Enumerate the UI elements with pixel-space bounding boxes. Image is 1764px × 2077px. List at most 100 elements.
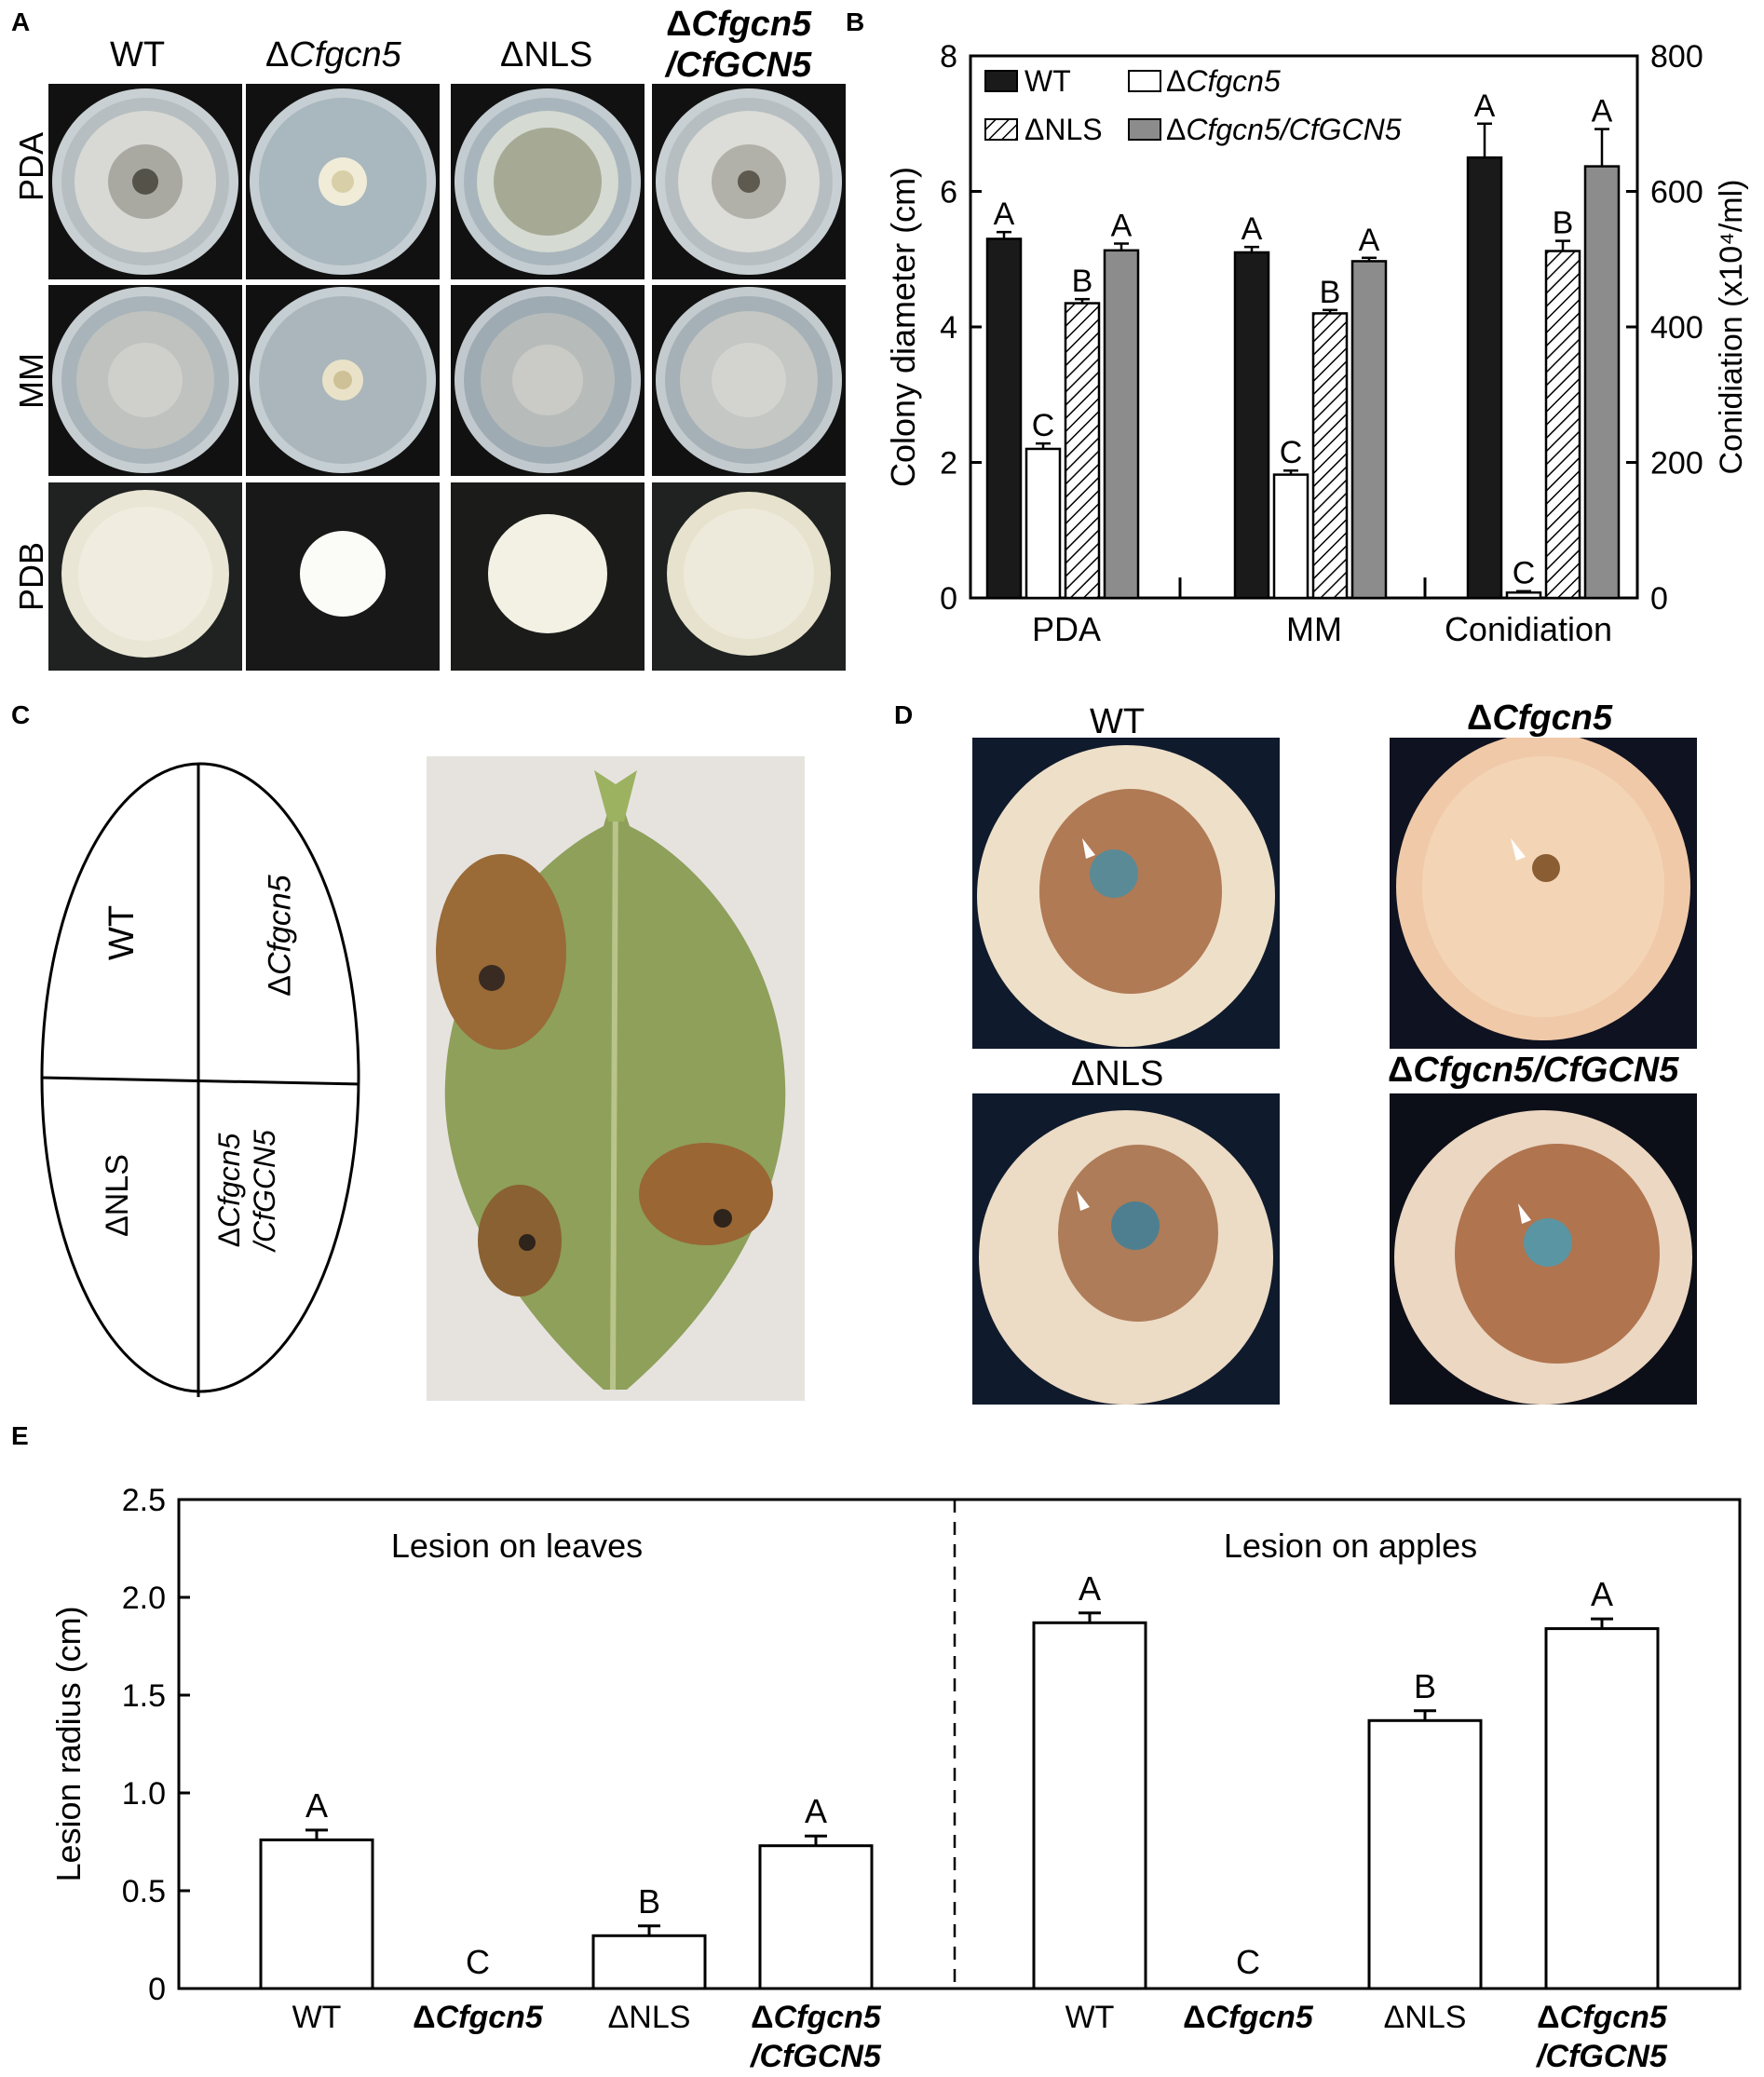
legend-label-mutant: ΔCfgcn5 [1166, 64, 1281, 98]
x-category-label: MM [1286, 610, 1342, 648]
diagram-label-nls: ΔNLS [99, 1154, 135, 1237]
bar [1311, 312, 1349, 600]
bar [1583, 165, 1621, 600]
group-label-apples: Lesion on apples [1224, 1527, 1477, 1565]
y-tick-label: 2 [940, 446, 957, 482]
x-category-label: Conidiation [1445, 610, 1612, 648]
y-tick-label: 1.5 [122, 1678, 166, 1714]
y-tick-label: 2.5 [122, 1483, 166, 1518]
diagram-label-wt: WT [102, 904, 142, 961]
y2-axis-label: Conidiation (x10⁴/ml) [1714, 180, 1749, 475]
x-category-label: PDA [1032, 610, 1101, 648]
apple-label-wt: WT [1090, 702, 1146, 741]
apple-label-nls: ΔNLS [1071, 1054, 1164, 1093]
significance-letter: B [1072, 264, 1093, 299]
significance-letter: A [994, 197, 1015, 232]
y2-tick-label: 400 [1650, 310, 1703, 346]
bar [1272, 473, 1309, 600]
bar [1024, 447, 1062, 600]
row-label-pdb: PDB [12, 541, 50, 612]
x-category-label: WT [1065, 2000, 1115, 2035]
legend-label-complement: ΔCfgcn5/CfGCN5 [1166, 113, 1402, 146]
significance-letter: A [1079, 1569, 1101, 1608]
significance-letter: A [305, 1786, 328, 1825]
legend-swatch-wt [984, 70, 1018, 92]
row-label-mm: MM [12, 353, 50, 409]
plate-pda-nls [451, 84, 645, 279]
legend-label-wt: WT [1024, 64, 1071, 98]
significance-letter: A [1591, 1575, 1613, 1613]
legend-swatch-nls [984, 118, 1018, 141]
legend-swatch-mutant [1128, 70, 1161, 92]
panel-label-d: D [894, 700, 914, 729]
significance-letter: B [638, 1882, 660, 1921]
plate-mm-nls [451, 285, 645, 476]
plot-frame [177, 1498, 1742, 1990]
plate-pdb-complement [652, 482, 846, 671]
bar [1544, 250, 1581, 600]
x-category-label-line2: /CfGCN5 [1535, 2039, 1668, 2074]
y-axis-label: Colony diameter (cm) [884, 167, 922, 487]
significance-letter: C [1513, 556, 1536, 591]
bar [1233, 251, 1270, 600]
y-tick-label: 1.0 [122, 1776, 166, 1812]
apple-photo-complement [1390, 1093, 1697, 1405]
y-tick-label: 0 [148, 1972, 166, 2007]
bar [1032, 1621, 1147, 1990]
x-category-label: WT [292, 2000, 342, 2035]
significance-letter: C [1032, 408, 1055, 443]
panel-label-e: E [11, 1421, 29, 1450]
diagram-label-mutant: ΔCfgcn5 [262, 875, 298, 997]
y-tick-label: 8 [940, 39, 957, 75]
col-label-wt: WT [110, 35, 166, 75]
plate-pdb-nls [451, 482, 645, 671]
row-label-pda: PDA [12, 131, 50, 202]
plate-mm-wt [48, 285, 242, 476]
significance-letter: B [1320, 275, 1341, 310]
x-category-label: ΔCfgcn5 [1537, 2000, 1668, 2035]
significance-letter: A [805, 1792, 827, 1830]
plate-pda-mutant [246, 84, 440, 279]
bar [259, 1838, 374, 1990]
panel-label-a: A [11, 7, 31, 36]
significance-letter: A [1592, 94, 1613, 129]
y2-tick-label: 200 [1650, 446, 1703, 482]
x-category-label-line2: /CfGCN5 [749, 2039, 882, 2074]
apple-photo-mutant [1390, 733, 1697, 1049]
bar [985, 238, 1023, 600]
plate-pdb-mutant [246, 482, 440, 671]
x-category-label: ΔCfgcn5 [751, 2000, 882, 2035]
significance-letter: A [1359, 223, 1380, 258]
legend-swatch-complement [1128, 118, 1161, 141]
bar [1350, 260, 1388, 600]
x-category-label: ΔNLS [608, 2000, 691, 2035]
group-label-leaves: Lesion on leaves [391, 1527, 643, 1565]
panel-label-b: B [846, 7, 865, 36]
diagram-label-complement: ΔCfgcn5/CfGCN5 [211, 1130, 281, 1251]
significance-letter: B [1553, 206, 1574, 241]
plate-pdb-wt [48, 482, 242, 671]
y2-tick-label: 800 [1650, 39, 1703, 75]
plate-mm-mutant [246, 285, 440, 476]
bar [1466, 156, 1503, 600]
bar [1544, 1627, 1660, 1990]
x-category-label: ΔCfgcn5 [1183, 2000, 1314, 2035]
apple-photo-nls [972, 1093, 1280, 1405]
bar [1505, 591, 1542, 600]
y-axis-label: Lesion radius (cm) [49, 1606, 88, 1881]
significance-letter: C [1280, 435, 1303, 470]
apple-label-mutant: ΔCfgcn5 [1467, 699, 1613, 738]
bar [591, 1934, 707, 1990]
legend-label-nls: ΔNLS [1024, 113, 1103, 146]
significance-letter: C [1236, 1943, 1260, 1981]
y-tick-label: 6 [940, 175, 957, 210]
significance-letter: A [1242, 211, 1263, 247]
bar [1103, 249, 1140, 600]
y-tick-label: 0 [940, 581, 957, 617]
apple-photo-wt [972, 738, 1280, 1049]
plate-mm-complement [652, 285, 846, 476]
bar [1367, 1718, 1483, 1990]
apple-label-complement: ΔCfgcn5/CfGCN5 [1388, 1051, 1679, 1090]
